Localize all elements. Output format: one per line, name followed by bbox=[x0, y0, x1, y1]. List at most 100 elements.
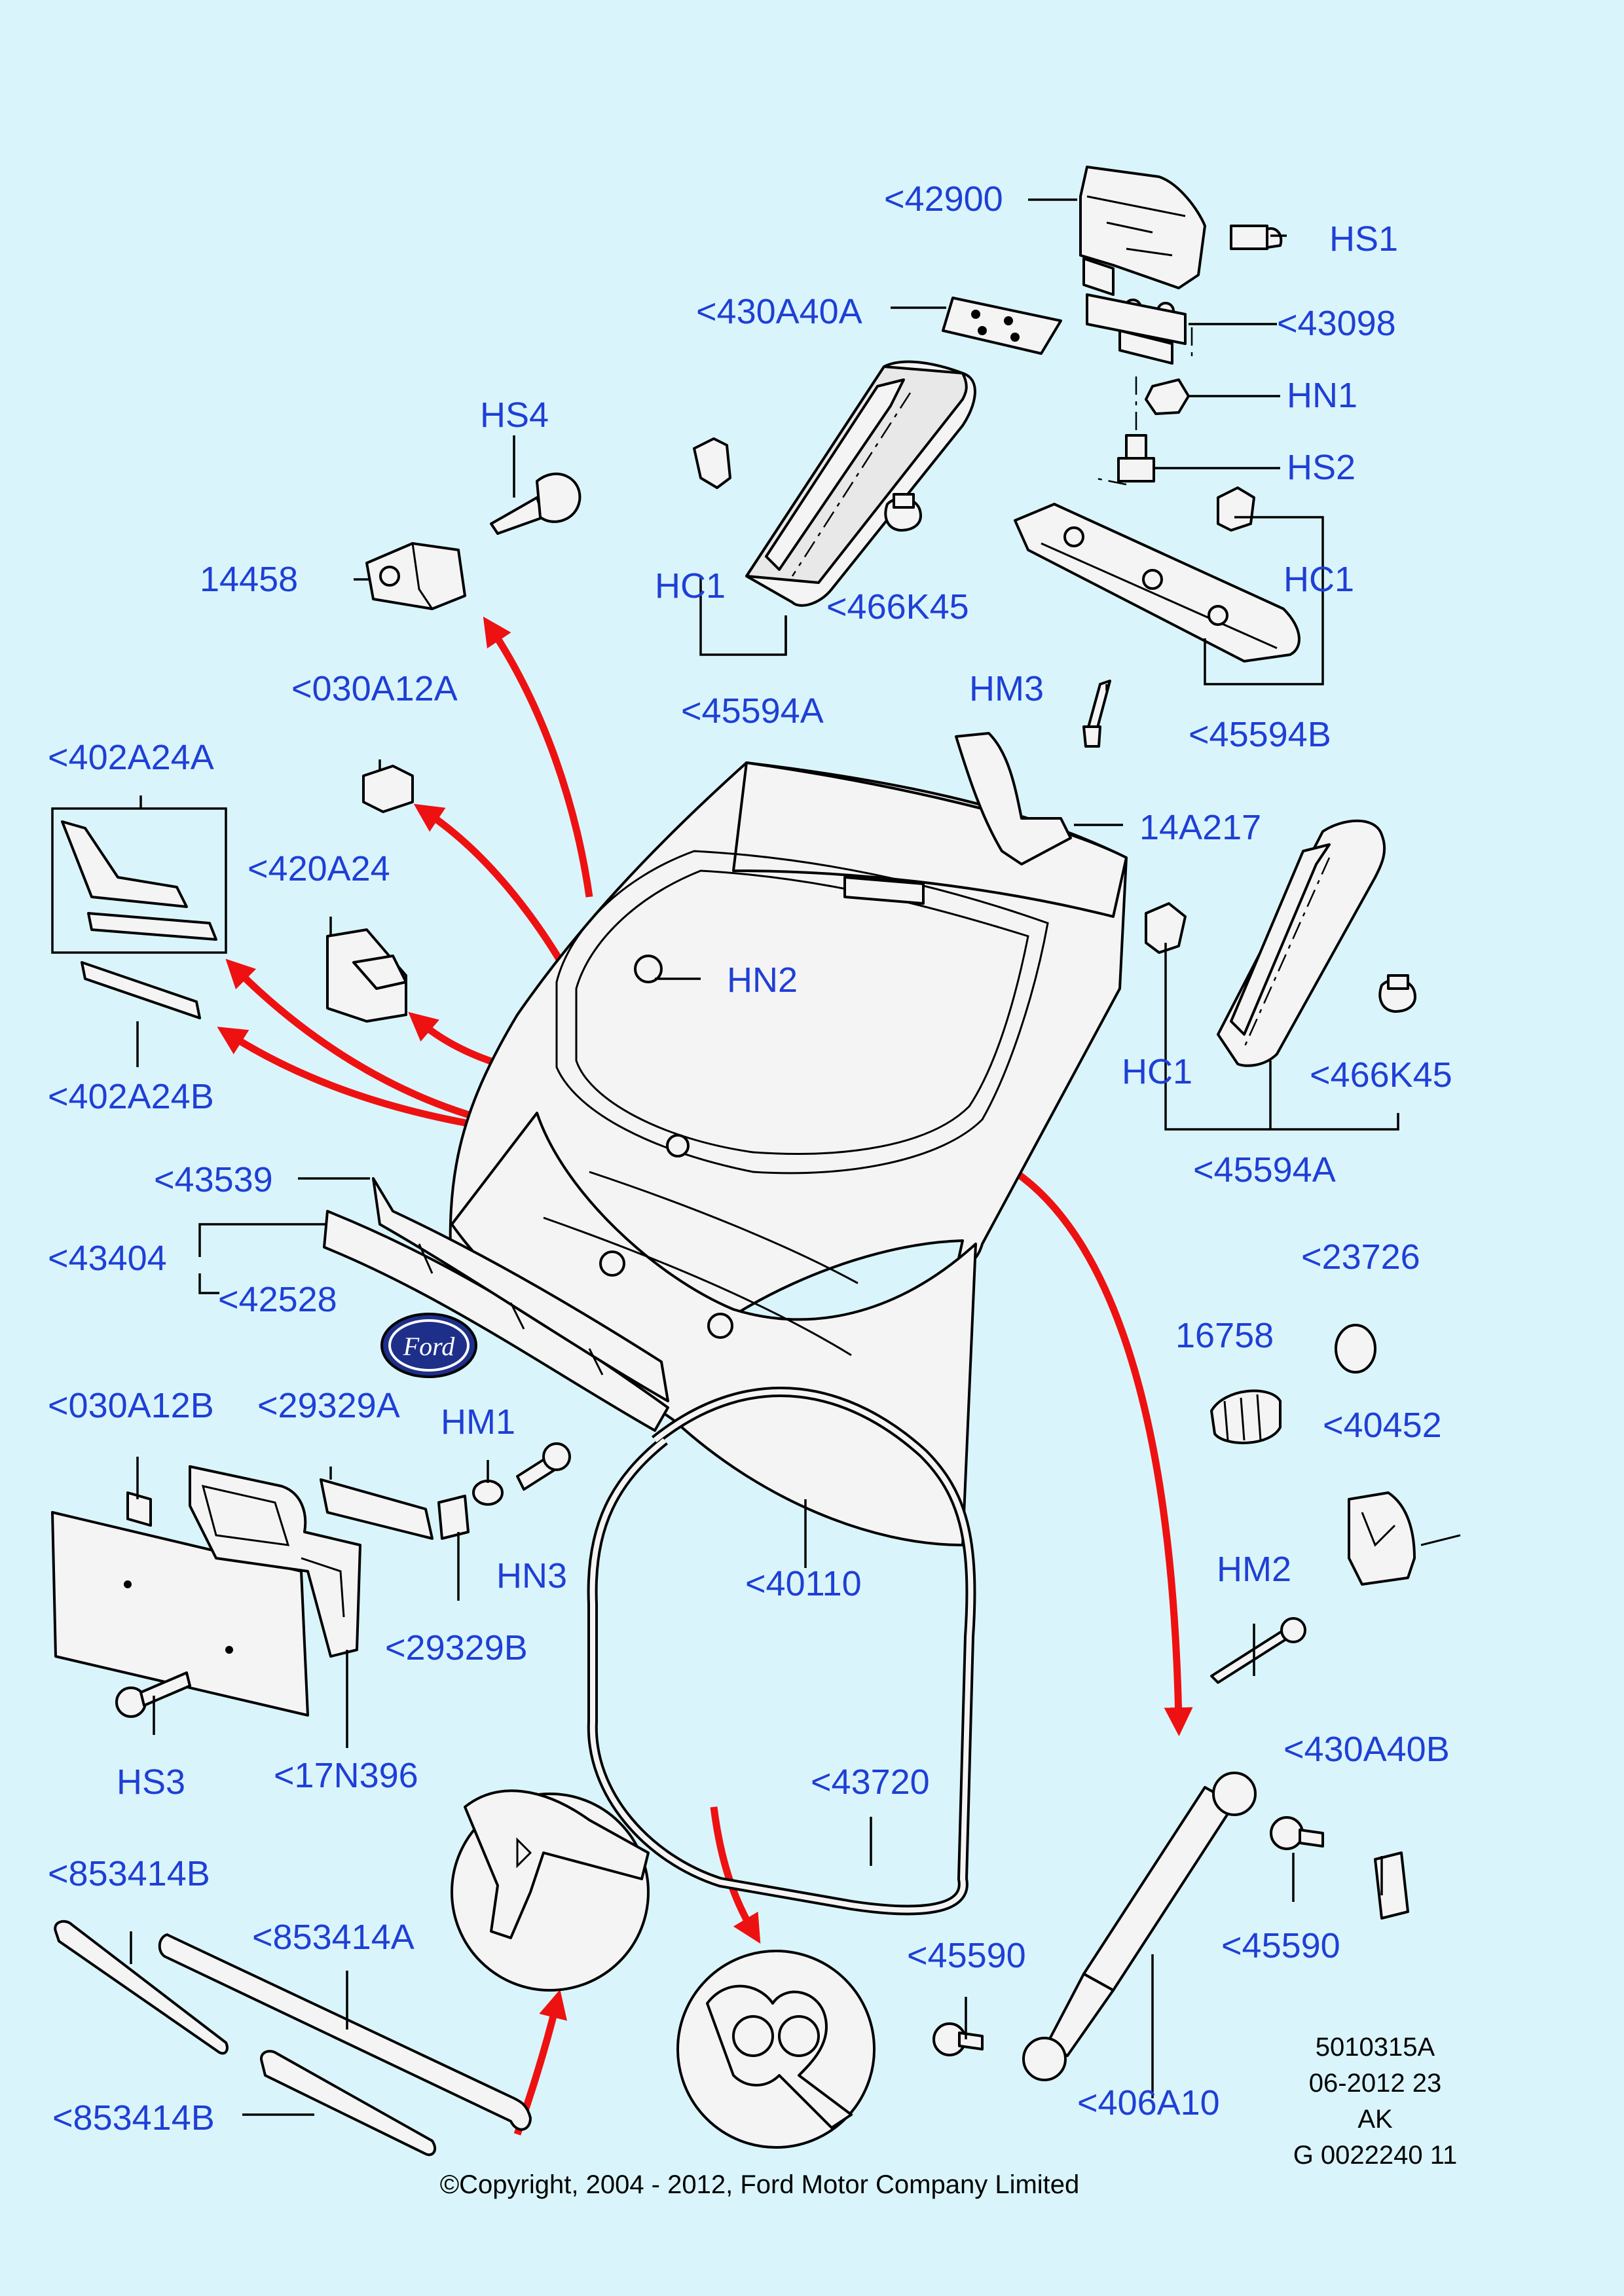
tailgate-panel-40110 bbox=[449, 761, 1128, 1546]
label-43720: <43720 bbox=[811, 1762, 930, 1802]
spacer-43098 bbox=[1086, 293, 1187, 365]
label-402a24a: <402A24A bbox=[48, 738, 214, 777]
label-430a40a: <430A40A bbox=[696, 292, 862, 331]
leader-lines bbox=[130, 198, 1399, 2116]
arrow-to-gas-strut bbox=[1012, 1169, 1193, 1736]
bracket-420a24 bbox=[326, 928, 407, 1023]
clip-hc1-top bbox=[693, 437, 731, 489]
label-14a217: 14A217 bbox=[1139, 808, 1261, 847]
label-853414b-bottom: <853414B bbox=[52, 2098, 215, 2138]
arrow-to-030a12a bbox=[413, 803, 580, 991]
label-42900: <42900 bbox=[884, 179, 1003, 219]
label-45590-bottom: <45590 bbox=[907, 1936, 1026, 1975]
ford-badge-oval: Ford bbox=[380, 1313, 477, 1378]
drawing-number: 5010315A bbox=[1316, 2033, 1435, 2062]
part-labels: <42900 HS1 <430A40A <43098 HN1 HS2 HS4 1… bbox=[48, 179, 1452, 2138]
copyright-notice: ©Copyright, 2004 - 2012, Ford Motor Comp… bbox=[440, 2170, 1080, 2199]
arrow-to-402a24b bbox=[217, 1027, 505, 1133]
arrow-to-402a24a bbox=[225, 958, 512, 1130]
ball-stud-45590-bottom bbox=[932, 2022, 984, 2056]
label-420a24: <420A24 bbox=[248, 849, 390, 888]
nut-hn1 bbox=[1145, 378, 1190, 415]
label-45594a-top: <45594A bbox=[681, 691, 824, 731]
rivet-hm2 bbox=[1210, 1617, 1306, 1684]
label-40110: <40110 bbox=[745, 1564, 862, 1603]
clip-hc1-right-top bbox=[1217, 486, 1255, 532]
moulding-853414a bbox=[158, 1933, 532, 2131]
gas-strut-406a10 bbox=[1022, 1772, 1257, 2081]
spoiler-bracket-45594b bbox=[1014, 503, 1301, 663]
spoiler-bracket-45594a-mid bbox=[1217, 819, 1386, 1067]
rear-moulding-42528 bbox=[323, 1177, 669, 1432]
label-hs4: HS4 bbox=[480, 395, 549, 435]
bracket-430a40b bbox=[1374, 1851, 1409, 1920]
drawing-date: 06-2012 23 bbox=[1309, 2069, 1441, 2098]
label-43098: <43098 bbox=[1277, 304, 1396, 343]
badge-text: Ford bbox=[403, 1332, 456, 1361]
moulding-853414b-top bbox=[54, 1920, 229, 2055]
label-hs1: HS1 bbox=[1329, 219, 1398, 259]
label-45594b: <45594B bbox=[1189, 715, 1331, 754]
label-030a12a: <030A12A bbox=[291, 669, 458, 708]
label-466k45-mid: <466K45 bbox=[1310, 1055, 1452, 1095]
label-hn2: HN2 bbox=[727, 960, 798, 1000]
arrow-to-14458 bbox=[483, 616, 593, 898]
striker-40452 bbox=[1348, 1491, 1461, 1586]
label-29329a: <29329A bbox=[257, 1386, 400, 1425]
clip-466k45-mid bbox=[1378, 974, 1416, 1013]
label-hs3: HS3 bbox=[117, 1762, 185, 1802]
label-853414b-top: <853414B bbox=[48, 1854, 210, 1893]
cap-23726 bbox=[1335, 1324, 1376, 1374]
label-29329b: <29329B bbox=[385, 1628, 528, 1667]
label-40452: <40452 bbox=[1323, 1406, 1442, 1445]
label-45594a-mid: <45594A bbox=[1193, 1150, 1336, 1190]
spoiler-bracket-45594a-top bbox=[745, 360, 976, 607]
label-430a40b: <430A40B bbox=[1283, 1730, 1450, 1769]
label-030a12b: <030A12B bbox=[48, 1386, 214, 1425]
label-16758: 16758 bbox=[1175, 1316, 1274, 1355]
label-43404: <43404 bbox=[48, 1239, 167, 1278]
clip-466k45-top bbox=[884, 493, 922, 532]
detail-circle-seal bbox=[676, 1950, 876, 2149]
label-hm3: HM3 bbox=[969, 669, 1044, 708]
drawing-info: 5010315A 06-2012 23 AK G 0022240 11 bbox=[1293, 2033, 1458, 2170]
moulding-853414b-bottom bbox=[260, 2050, 437, 2157]
label-42528: <42528 bbox=[218, 1280, 337, 1319]
stud-hs2 bbox=[1117, 434, 1155, 483]
bracket-14a217 bbox=[955, 732, 1072, 866]
bolt-hs1 bbox=[1230, 225, 1283, 250]
label-45590-right: <45590 bbox=[1221, 1926, 1340, 1965]
washer-hn3 bbox=[472, 1480, 504, 1506]
label-hc1-right-top: HC1 bbox=[1283, 560, 1354, 599]
clip-hc1-mid bbox=[1145, 902, 1187, 954]
label-hm1: HM1 bbox=[441, 1402, 515, 1442]
decal-402a24a-frame bbox=[51, 807, 227, 954]
label-23726: <23726 bbox=[1301, 1237, 1420, 1277]
label-43539: <43539 bbox=[154, 1160, 273, 1199]
rivet-hm3 bbox=[1082, 680, 1111, 748]
label-402a24b: <402A24B bbox=[48, 1077, 214, 1116]
detail-circle-moulding bbox=[451, 1789, 650, 1992]
label-hc1-top: HC1 bbox=[655, 566, 726, 606]
arrow-to-seal-detail bbox=[710, 1806, 761, 1944]
drawing-reference: G 0022240 11 bbox=[1293, 2141, 1458, 2170]
plate-29329b bbox=[437, 1495, 470, 1540]
label-hn1: HN1 bbox=[1287, 376, 1357, 415]
block-030a12a bbox=[362, 765, 414, 813]
ball-stud-45590-right bbox=[1270, 1816, 1324, 1850]
label-hs2: HS2 bbox=[1287, 448, 1356, 487]
label-853414a: <853414A bbox=[252, 1918, 415, 1957]
pad-030a12b bbox=[126, 1491, 152, 1527]
label-466k45-top: <466K45 bbox=[826, 587, 969, 627]
plate-29329a bbox=[320, 1478, 434, 1540]
label-hm2: HM2 bbox=[1217, 1550, 1291, 1589]
bracket-17n396 bbox=[189, 1465, 361, 1658]
bump-stop-16758 bbox=[1210, 1389, 1282, 1444]
label-14458: 14458 bbox=[200, 560, 298, 599]
gasket-430a40a bbox=[942, 297, 1062, 355]
drawing-revision: AK bbox=[1357, 2105, 1393, 2134]
label-17n396: <17N396 bbox=[274, 1756, 418, 1795]
decal-402a24b bbox=[81, 961, 201, 1019]
label-406a10: <406A10 bbox=[1077, 2083, 1220, 2123]
